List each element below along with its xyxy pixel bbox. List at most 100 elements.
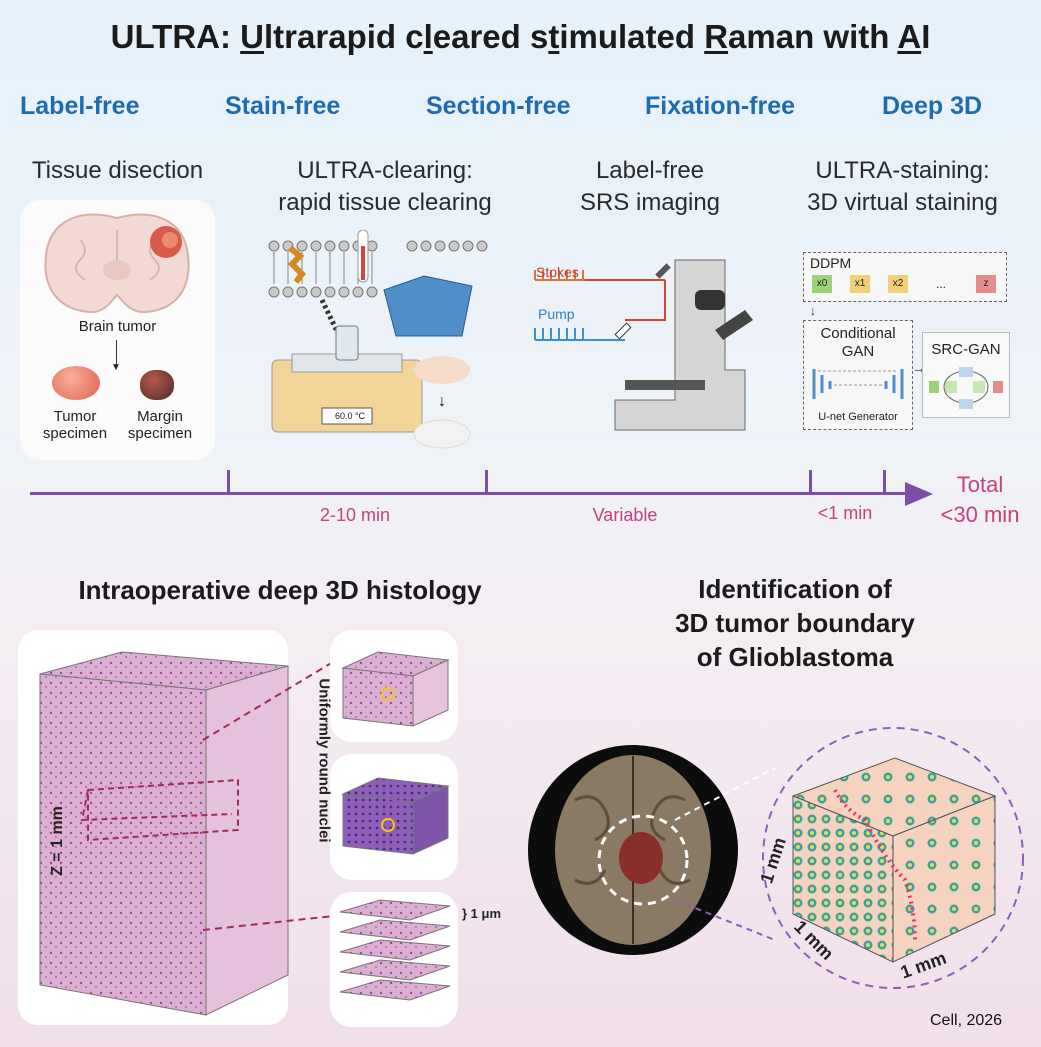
step-srs-line2: SRS imaging [579,189,721,216]
dissection-arrow-head: ▼ [111,362,121,373]
uncleared-brain-icon [414,356,470,384]
title-u-1: l [423,18,433,55]
cgan-label-line2: GAN [841,343,875,360]
nuclei-label: Uniformly round nuclei [315,678,333,843]
srcgan-cycle-icon [929,367,1003,409]
timeline-tick-4 [883,470,886,495]
cube-normal [330,630,458,742]
cleared-brain-icon [413,419,471,449]
title-u-0: U [240,18,265,55]
feature-section-free: Section-free [426,92,571,120]
feature-deep-3d: Deep 3D [882,92,983,120]
z-depth-label: Z = 1 mm [49,806,66,876]
time-staining: <1 min [817,503,873,523]
device-display-text: 60.0 °C [334,411,366,421]
title-u-3: R [704,18,729,55]
microscope-body-icon [614,259,746,431]
time-clearing: 2-10 min [319,505,391,525]
ddpm-label: DDPM [810,255,852,271]
pump-label: Pump [538,306,575,322]
step-dissection-text: Tissue disection [31,157,204,184]
brain-tumor-label: Brain tumor [78,318,157,335]
margin-label-line2: specimen [127,425,193,442]
boundary-heading-line1: Identification of [698,574,892,604]
slice-stack [330,892,458,1027]
step-srs-line1: Label-free [595,157,705,184]
main-title: ULTRA: Ultrarapid cleared stimulated Ram… [0,18,1041,56]
timeline-tick-3 [809,470,812,495]
tumor-focus-ring [597,814,689,906]
title-u-4: A [897,18,922,55]
step-staining-line2: 3D virtual staining [807,189,998,216]
ddpm-down-arrow: ↓ [810,304,816,318]
step-clearing-line2: rapid tissue clearing [278,189,492,216]
ddpm-box: DDPM x0 x1 x2 ... z [803,252,1007,302]
margin-label-line1: Margin [137,408,183,425]
title-t-2: imulated [559,18,705,55]
title-t-0: ltrarapid c [264,18,424,55]
boundary-cube-right [892,795,996,963]
timeline-tick-1 [227,470,230,495]
cyclodextrin-icon [383,275,473,337]
time-total: Total <30 min [925,470,1035,530]
sample-vial-icon [335,325,359,361]
boundary-heading-line3: of Glioblastoma [696,642,894,672]
cgan-label-line1: Conditional [820,325,896,342]
lipid-bilayer [268,240,488,298]
step-clearing-line1: ULTRA-clearing: [297,157,473,184]
timeline-tick-2 [485,470,488,495]
step-staining-heading: ULTRA-staining: 3D virtual staining [775,155,1030,219]
ddpm-node-x2: x2 [888,275,908,293]
timeline-arrowhead [905,482,933,506]
ddpm-node-x0: x0 [812,275,832,293]
boundary-heading-line2: 3D tumor boundary [675,608,915,638]
tumor-label-line2: specimen [42,425,108,442]
time-total-line2: <30 min [940,502,1020,527]
connector-top [202,655,344,741]
clearing-down-arrow: ↓ [438,393,446,410]
srcgan-box: SRC-GAN [922,332,1010,418]
boundary-heading: Identification of 3D tumor boundary of Gli… [585,572,1005,674]
srcgan-label: SRC-GAN [931,341,1001,358]
clearing-illustration: ↓ [268,230,488,449]
time-total-line1: Total [956,472,1004,497]
histology-heading: Intraoperative deep 3D histology [78,575,482,605]
tumor-boundary-line [833,789,917,941]
slice-thickness-label: } 1 μm [462,906,502,921]
unet-diagram-icon [812,369,904,399]
histology-3d-illustration [39,630,458,1027]
feature-stain-free: Stain-free [225,92,341,120]
unet-label: U-net Generator [818,411,898,423]
margin-specimen-blob [140,370,174,400]
title-t-1: eared s [432,18,549,55]
block-side-face [205,665,289,1016]
tumor-specimen-blob [52,366,100,400]
protein-chain [287,245,306,284]
citation: Cell, 2026 [930,1012,1003,1029]
step-clearing-heading: ULTRA-clearing: rapid tissue clearing [255,155,515,219]
title-u-2: t [548,18,560,55]
glioblastoma-boundary-illustration [528,727,1024,989]
feature-fixation-free: Fixation-free [645,92,796,120]
feature-label-free: Label-free [20,92,140,120]
step-dissection-heading: Tissue disection [5,155,230,187]
srs-microscope-illustration [534,259,753,431]
timeline-axis [30,492,908,495]
title-t-3: aman with [728,18,898,55]
zoom-circle [762,727,1024,989]
tumor-render-icon [619,832,663,884]
title-t-4: I [921,18,931,55]
cube-tumor [330,754,458,880]
dissection-arrow-line [116,340,117,366]
ddpm-node-ellipsis: ... [935,277,946,291]
ddpm-node-z: z [976,275,996,293]
time-imaging: Variable [592,505,658,525]
step-staining-line1: ULTRA-staining: [815,157,990,184]
brain-slice-illustration [44,213,190,314]
